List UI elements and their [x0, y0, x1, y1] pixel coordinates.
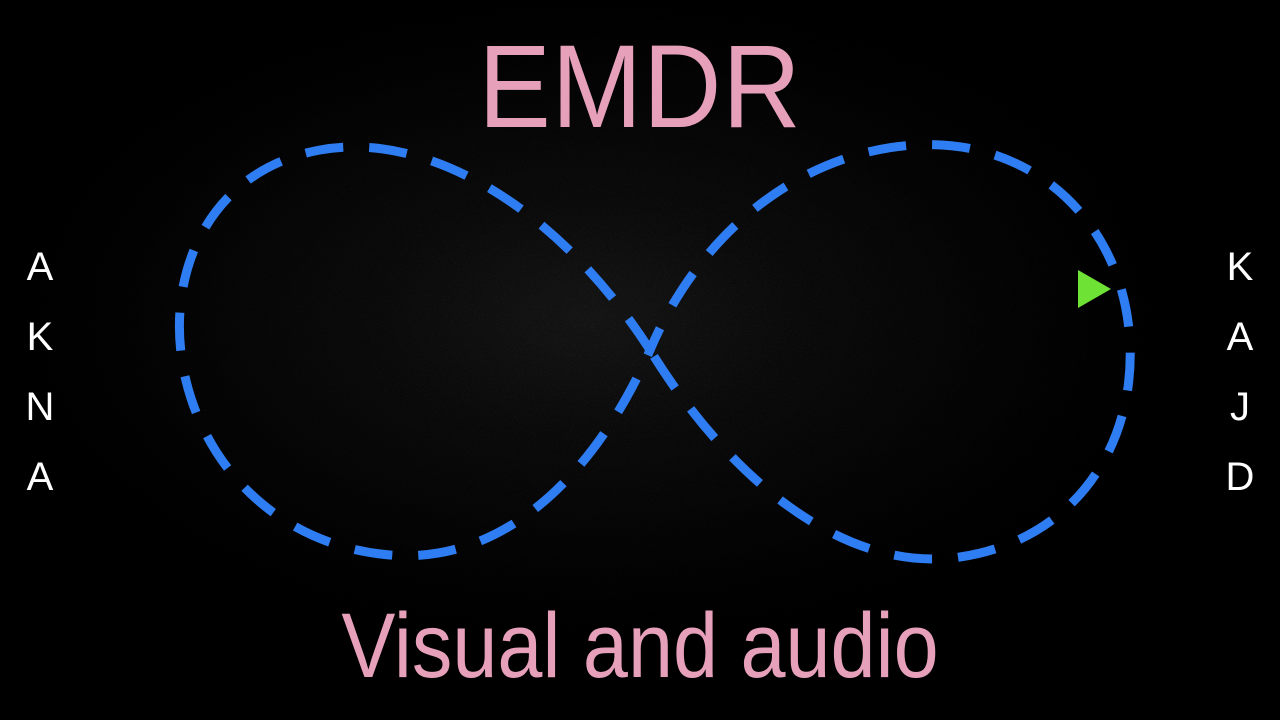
left-letter-column: A K N A	[22, 232, 58, 512]
left-letter: A	[26, 455, 54, 499]
page-title: EMDR	[478, 21, 802, 153]
right-letter: K	[1226, 245, 1254, 289]
page-subtitle: Visual and audio	[341, 595, 939, 697]
left-letter: A	[26, 245, 54, 289]
infinity-left-loop	[174, 142, 656, 561]
right-letter: A	[1226, 315, 1254, 359]
play-triangle-marker-icon	[1078, 270, 1111, 308]
left-letter: K	[26, 315, 54, 359]
infinity-right-loop	[644, 140, 1135, 564]
left-letter: N	[25, 385, 55, 429]
right-letter: J	[1230, 385, 1250, 429]
right-letter: D	[1225, 455, 1255, 499]
right-letter-column: K A J D	[1222, 232, 1258, 512]
